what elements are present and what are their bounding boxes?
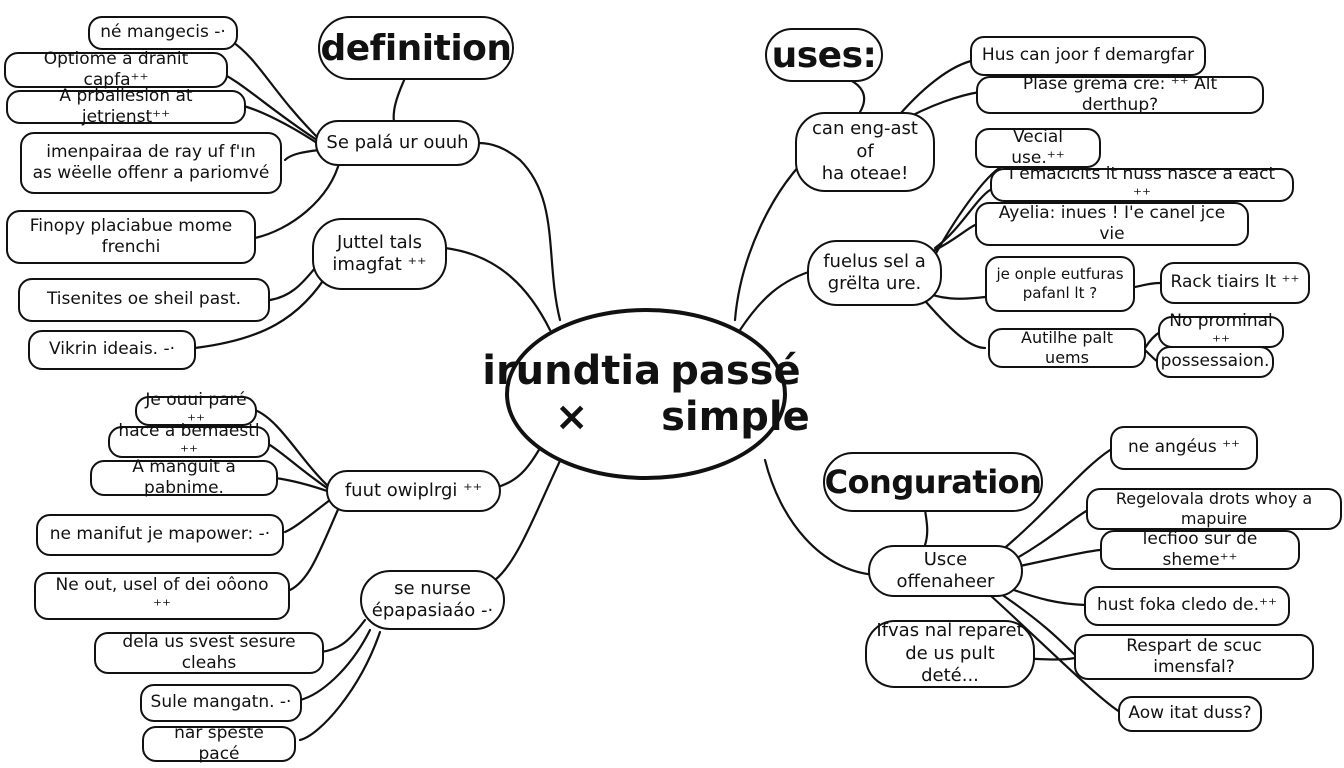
leaf-respart: Respart de scuc imensfal? xyxy=(1074,634,1314,680)
leaf-aprbaliesion: A prbaliesion at jetrienst⁺⁺ xyxy=(6,86,246,127)
branch-se-nurse: se nurse épapasiaáo -· xyxy=(360,570,505,630)
leaf-possessaion: possessaion. xyxy=(1156,346,1274,378)
leaf-nar: nar speste pacé xyxy=(142,723,296,764)
central-topic-line2: passé simple xyxy=(661,348,810,440)
central-topic-line1: irundtia × xyxy=(482,348,662,440)
leaf-vikrin: Vikrin ideais. -· xyxy=(28,330,196,370)
branch-se-pala: Se palá ur ouuh xyxy=(315,120,480,166)
branch-usce: Usce offenaheer xyxy=(868,545,1023,597)
uses-header: uses: xyxy=(765,28,883,82)
definition-header: definition xyxy=(318,16,514,80)
leaf-regelovala: Regelovala drots whoy a mapuire xyxy=(1086,488,1342,530)
leaf-ne-manifut: ne manifut je mapower: -· xyxy=(36,514,284,556)
leaf-finopy: Finopy placiabue mome frenchi xyxy=(6,210,256,264)
leaf-ayelia: Ayelia: inues ! I'e canel jce vie xyxy=(975,202,1249,246)
leaf-emaclcits: I emaclcits it nuss nasce a eact ⁺⁺ xyxy=(990,164,1294,205)
leaf-imenpairaa: imenpairaa de ray uf f'ın as wëelle offe… xyxy=(20,132,282,194)
leaf-no-prominal: No prominal ⁺⁺ xyxy=(1158,311,1284,352)
leaf-vecial: Vecial use.⁺⁺ xyxy=(975,127,1101,168)
branch-ifvas: Ifvas nal reparet de us pult deté... xyxy=(865,620,1035,688)
leaf-je-ouui: Je ouui paré ⁺⁺ xyxy=(135,390,257,431)
branch-fuelus: fuelus sel a grëlta ure. xyxy=(807,240,942,306)
leaf-lecfioo: lecfioo sur de sheme⁺⁺ xyxy=(1100,529,1300,570)
central-topic: irundtia × passé simple xyxy=(482,308,810,480)
leaf-options: Optiome a dranit capfa⁺⁺ xyxy=(4,49,228,90)
leaf-plase: Plase gréma cre: ⁺⁺ Alt derthup? xyxy=(976,74,1264,115)
leaf-ne-angeus: ne angéus ⁺⁺ xyxy=(1110,426,1258,470)
branch-fuut: fuut owiplrgi ⁺⁺ xyxy=(326,470,501,512)
leaf-aow: Aow itat duss? xyxy=(1118,696,1262,732)
leaf-a-manguit: A manguit a pabnime. xyxy=(90,457,278,498)
leaf-hus-can: Hus can joor f demargfar xyxy=(970,36,1206,76)
leaf-dela: dela us svest sesure cleahs xyxy=(94,632,324,674)
leaf-sule: Sule mangatn. -· xyxy=(140,684,302,722)
leaf-ne-mangecis: né mangecis -· xyxy=(88,16,238,50)
leaf-autilhe: Autilhe palt uems xyxy=(988,328,1146,368)
leaf-ne-out: Ne out, usel of dei oôono ⁺⁺ xyxy=(34,572,290,620)
leaf-je-onple: je onple eutfuras pafanl lt ? xyxy=(985,256,1135,312)
conjugation-header: Conguration xyxy=(823,452,1043,512)
leaf-rack: Rack tiairs lt ⁺⁺ xyxy=(1160,262,1310,304)
branch-can-eng: can eng-ast of ha oteae! xyxy=(795,112,935,192)
leaf-tisenites: Tisenites oe sheil past. xyxy=(18,278,270,322)
leaf-hace: hace a bemaestl ⁺⁺ xyxy=(108,421,270,462)
branch-juttel: Juttel tals imagfat ⁺⁺ xyxy=(312,218,447,290)
leaf-hust: hust foka cledo de.⁺⁺ xyxy=(1084,586,1290,626)
